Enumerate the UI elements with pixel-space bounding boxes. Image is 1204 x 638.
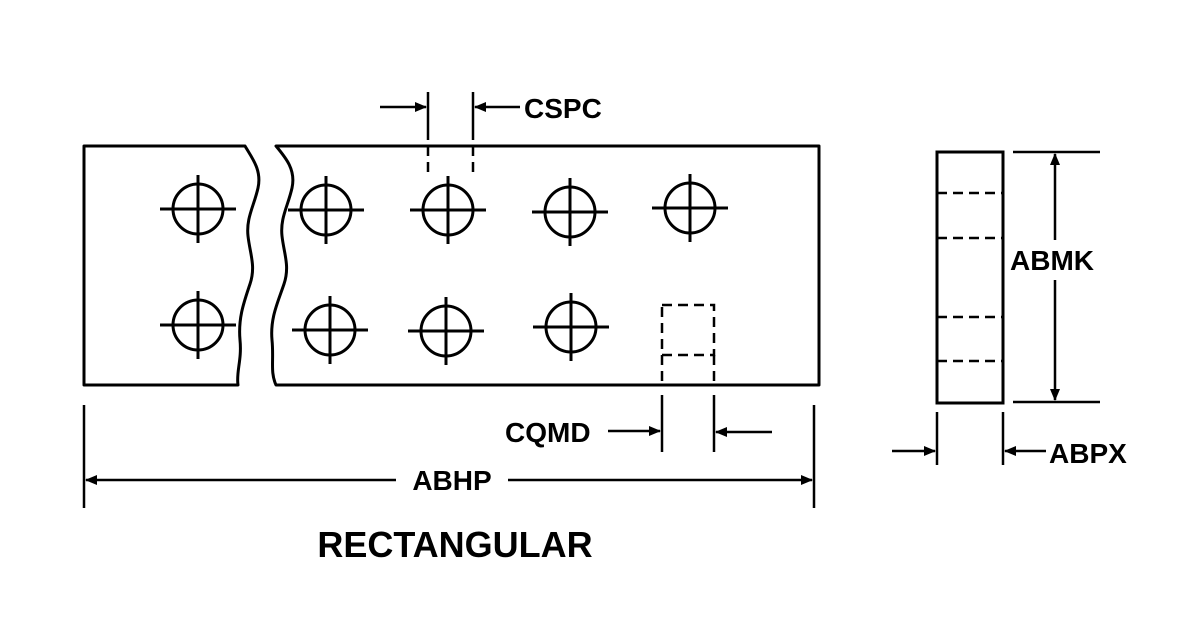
mounting-hole (292, 296, 368, 364)
bar-left-segment (82, 144, 261, 387)
bar-right-segment (270, 144, 821, 387)
square-hole (660, 303, 716, 357)
abhp-label: ABHP (412, 465, 491, 496)
abpx-label: ABPX (1049, 438, 1127, 469)
cspc-label: CSPC (524, 93, 602, 124)
diagram-caption: RECTANGULAR (317, 524, 592, 565)
mounting-hole (410, 176, 486, 244)
mounting-hole (652, 174, 728, 242)
abmk-label: ABMK (1010, 245, 1094, 276)
mounting-hole (408, 297, 484, 365)
mounting-hole (160, 291, 236, 359)
cqmd-label: CQMD (505, 417, 591, 448)
mounting-hole (532, 178, 608, 246)
mounting-hole (160, 175, 236, 243)
side-view-outline (935, 150, 1005, 405)
mounting-hole (288, 176, 364, 244)
side-view-hidden-lines (937, 191, 1003, 363)
mounting-holes (160, 174, 728, 365)
mounting-hole (533, 293, 609, 361)
